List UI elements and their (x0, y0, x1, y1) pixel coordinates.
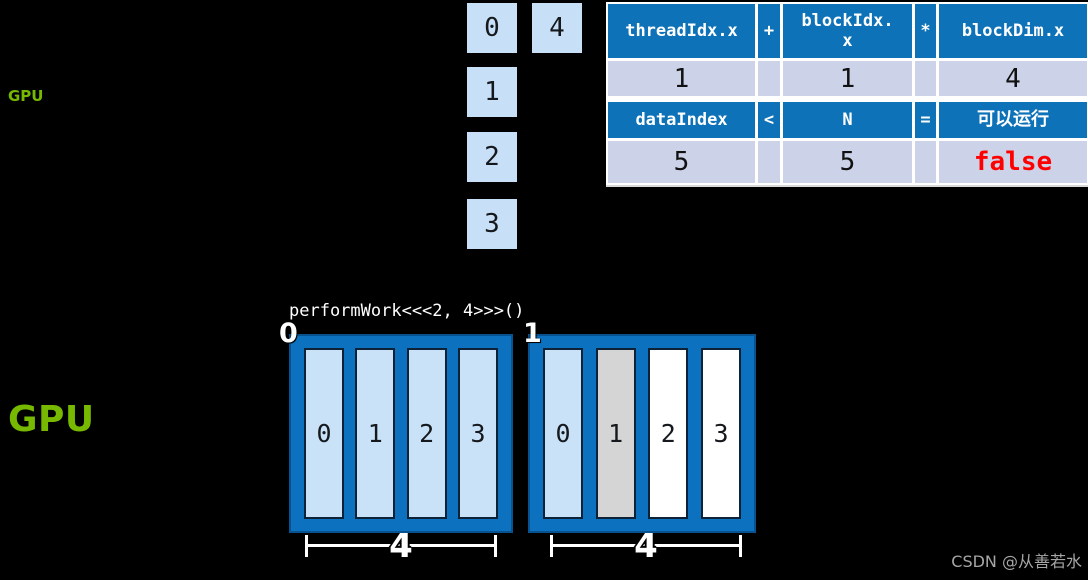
csdn-watermark: CSDN @从善若水 (951, 552, 1082, 571)
block1-thread-1: 1 (595, 348, 636, 519)
block-1-index-label: 1 (523, 318, 542, 349)
multiply-operator: * (915, 4, 936, 58)
block1-thread-2: 2 (648, 348, 689, 519)
header-n: N (783, 102, 912, 138)
block1-thread-0: 0 (543, 348, 583, 519)
gpu-label-small: GPU (8, 87, 44, 105)
block0-thread-2: 2 (406, 348, 447, 519)
threadidx-value: 1 (608, 61, 755, 96)
dimension-tick-left (550, 535, 553, 557)
header-dataindex: dataIndex (608, 102, 755, 138)
dimension-tick-left (305, 535, 308, 557)
header-threadidx: threadIdx.x (608, 4, 755, 58)
block-0-index-label: 0 (279, 318, 298, 349)
block0-thread-3: 3 (457, 348, 498, 519)
blockidx-value: 1 (783, 61, 912, 96)
dataindex-value: 5 (608, 141, 755, 183)
empty-cell (758, 141, 780, 183)
header-blockdim: blockDim.x (939, 4, 1087, 58)
condition-subtable: dataIndex < N = 可以运行 5 5 false (608, 102, 1087, 183)
block1-width-dimension: 4 (550, 526, 742, 566)
index-formula-table: threadIdx.x + blockIdx. x * blockDim.x 1… (606, 2, 1088, 187)
can-run-result: false (939, 141, 1087, 183)
n-value: 5 (783, 141, 912, 183)
header-can-run: 可以运行 (939, 102, 1087, 138)
gpu-label-large: GPU (8, 399, 95, 440)
data-element-box-1: 1 (467, 67, 517, 117)
blockdim-value: 4 (939, 61, 1087, 96)
dimension-line (305, 544, 497, 547)
empty-cell (915, 61, 936, 96)
less-than-operator: < (758, 102, 780, 138)
block0-thread-0: 0 (304, 348, 344, 519)
data-element-box-0: 0 (467, 3, 517, 53)
formula-subtable: threadIdx.x + blockIdx. x * blockDim.x 1… (608, 4, 1087, 96)
block0-thread-1: 1 (355, 348, 396, 519)
dimension-line (550, 544, 742, 547)
plus-operator: + (758, 4, 780, 58)
thread-block-0: 0 1 2 3 (289, 334, 513, 533)
dimension-tick-right (739, 535, 742, 557)
equals-operator: = (915, 102, 936, 138)
n-value-box: 4 (532, 3, 582, 53)
empty-cell (915, 141, 936, 183)
data-element-box-2: 2 (467, 132, 517, 182)
dimension-tick-right (494, 535, 497, 557)
empty-cell (758, 61, 780, 96)
header-blockidx: blockIdx. x (783, 4, 912, 58)
data-element-box-3: 3 (467, 199, 517, 249)
kernel-launch-label: performWork<<<2, 4>>>() (289, 301, 525, 321)
block0-width-dimension: 4 (305, 526, 497, 566)
block0-thread-count: 4 (389, 526, 413, 566)
thread-block-1: 0 1 2 3 (528, 334, 756, 533)
block1-thread-count: 4 (634, 526, 658, 566)
block1-thread-3: 3 (700, 348, 741, 519)
